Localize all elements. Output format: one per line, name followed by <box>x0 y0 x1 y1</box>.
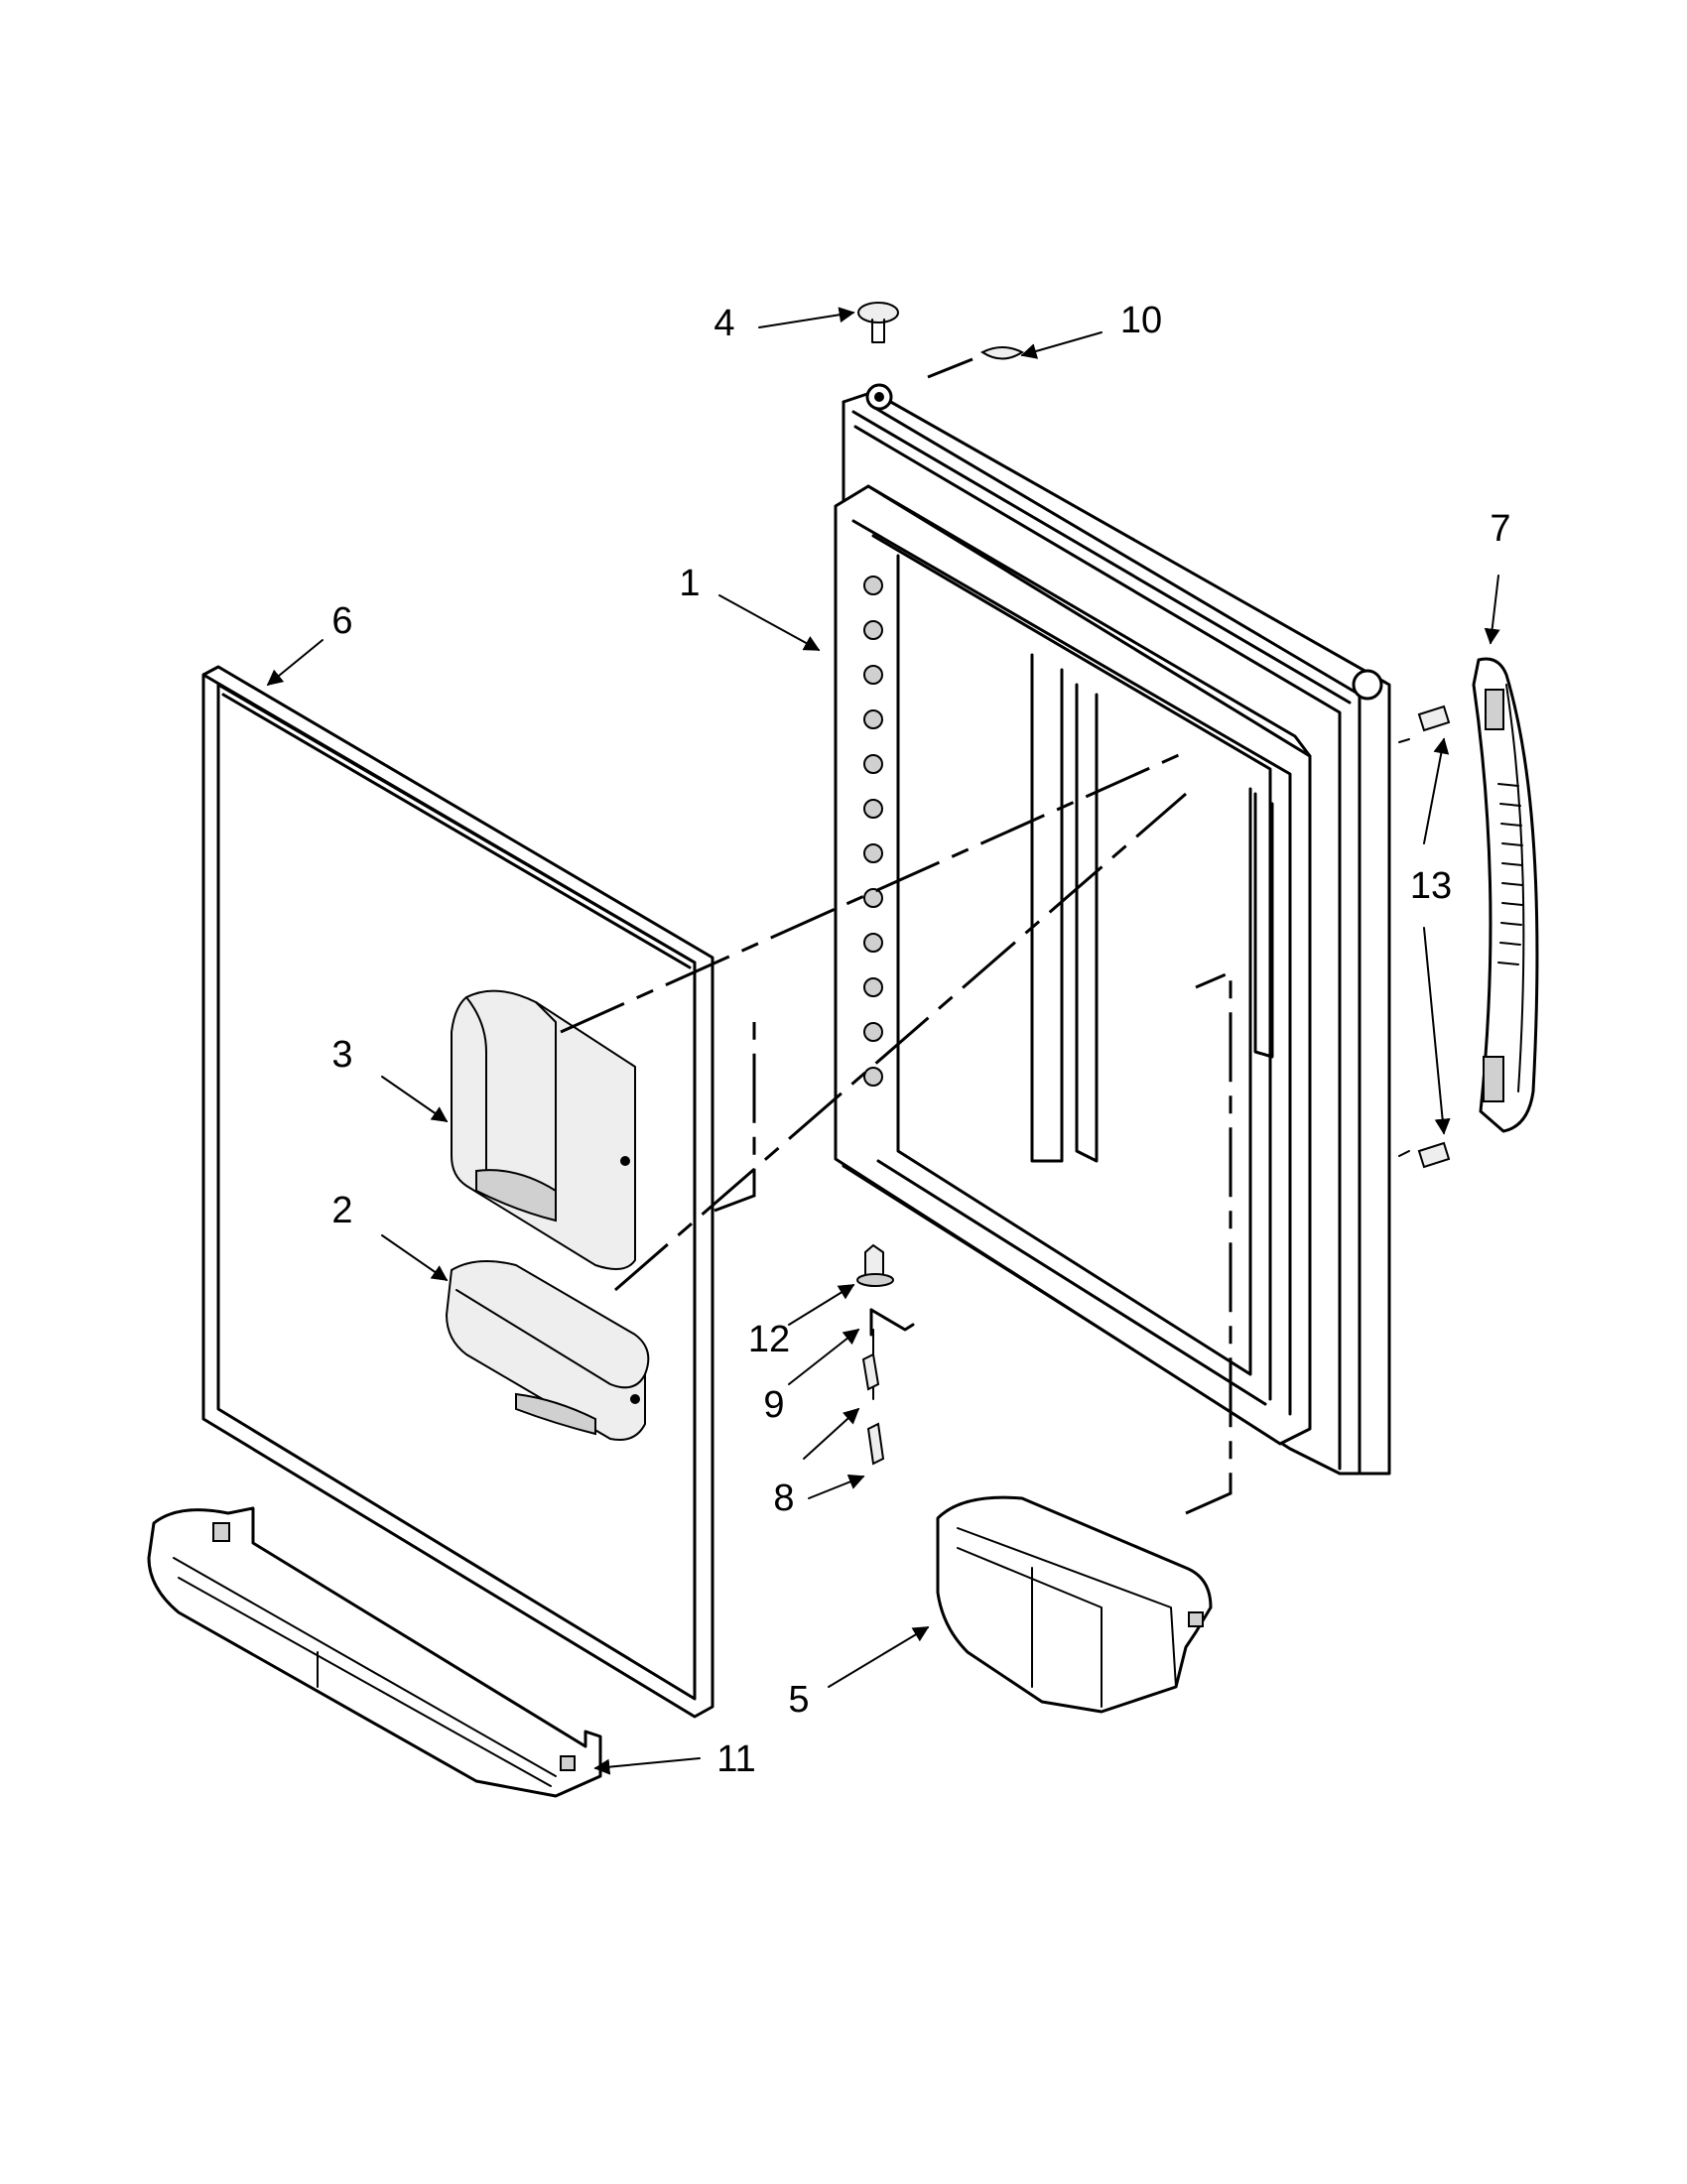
bin-part-2 <box>445 1260 650 1441</box>
shelf-bumps <box>863 576 883 1087</box>
callout-2: 2 <box>331 1190 352 1231</box>
callout-8: 8 <box>773 1477 794 1519</box>
callout-3: 3 <box>331 1034 352 1076</box>
callout-11: 11 <box>716 1738 755 1780</box>
bin-part-11 <box>147 1506 602 1798</box>
callout-9: 9 <box>763 1384 784 1426</box>
callout-13: 13 <box>1410 865 1452 907</box>
callout-4: 4 <box>714 303 734 344</box>
callout-6: 6 <box>331 600 352 642</box>
shim-part-10 <box>979 346 1025 360</box>
leader-lines <box>266 307 1500 1775</box>
handle-part-7 <box>1472 657 1539 1133</box>
callout-7: 7 <box>1490 508 1510 550</box>
hinge-assembly <box>856 1243 915 1466</box>
cover-part-3 <box>451 989 636 1270</box>
plug-part-4 <box>857 302 899 343</box>
callout-labels: 1 2 3 4 5 6 7 8 9 10 11 12 13 <box>331 300 1510 1780</box>
assembly-lines <box>560 357 1233 1515</box>
bin-part-5 <box>936 1495 1213 1714</box>
callout-5: 5 <box>788 1679 809 1721</box>
callout-1: 1 <box>679 563 700 604</box>
door-liner-part-1 <box>834 383 1391 1476</box>
handle-ridges <box>1497 783 1523 965</box>
handle-screws-part-13 <box>1417 705 1451 1169</box>
door-panel-part-6 <box>201 665 714 1719</box>
callout-12: 12 <box>748 1319 790 1360</box>
callout-10: 10 <box>1120 300 1162 341</box>
